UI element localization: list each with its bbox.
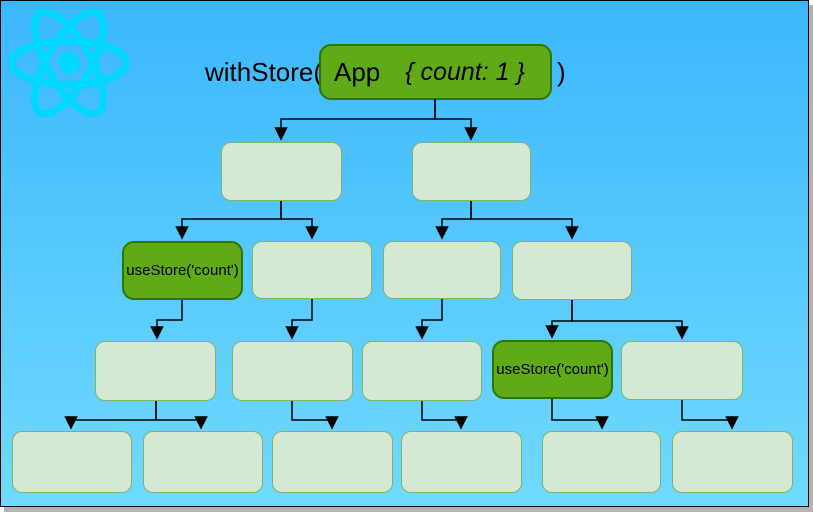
withstore-call-prefix: withStore( bbox=[205, 57, 323, 87]
node-row3-e bbox=[621, 341, 743, 400]
node-row2-c bbox=[383, 241, 501, 299]
node-row4-d bbox=[401, 431, 522, 493]
node-row4-e bbox=[542, 431, 661, 493]
store-state-literal: { count: 1 } bbox=[405, 57, 525, 86]
withstore-call-suffix: ) bbox=[557, 57, 566, 87]
node-row4-c bbox=[272, 431, 393, 493]
node-row4-b bbox=[143, 431, 263, 493]
component-tree-nodes: useStore('count') useStore('count') bbox=[1, 1, 808, 506]
react-logo-icon bbox=[9, 9, 129, 117]
node-row2-d bbox=[512, 241, 632, 300]
node-row4-f bbox=[672, 431, 793, 493]
app-node-label: App bbox=[334, 56, 381, 87]
node-row2-b bbox=[252, 241, 372, 299]
node-row3-b bbox=[232, 341, 353, 401]
node-row2-store: useStore('count') bbox=[122, 241, 243, 300]
node-row1-left bbox=[221, 142, 342, 201]
node-row3-c bbox=[362, 341, 482, 401]
node-row3-store: useStore('count') bbox=[492, 340, 613, 399]
node-row3-a bbox=[95, 341, 216, 401]
node-row1-right bbox=[412, 142, 531, 201]
node-row4-a bbox=[12, 431, 132, 493]
